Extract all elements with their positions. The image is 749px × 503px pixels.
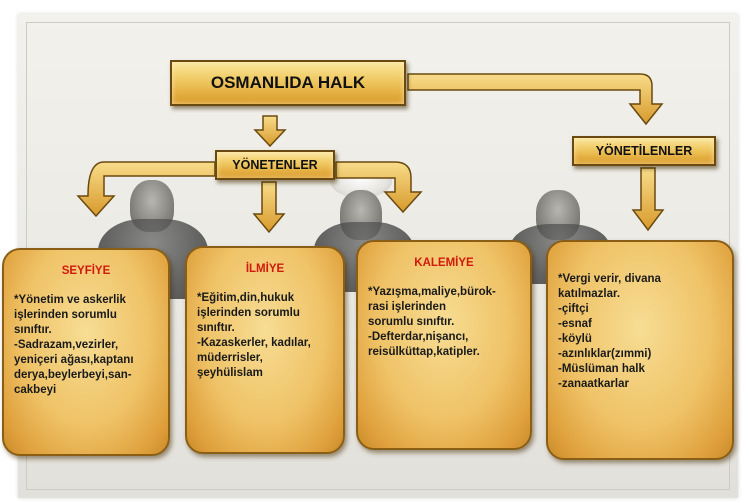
root-node: OSMANLIDA HALK: [170, 60, 406, 106]
card-kalemiye: KALEMİYE *Yazışma,maliye,bürok- rasi işl…: [356, 240, 532, 450]
arrow-elbow-right-icon: [335, 161, 423, 214]
card-title: KALEMİYE: [414, 257, 474, 269]
card-body: *Vergi verir, divana katılmazlar. -çiftç…: [558, 273, 661, 390]
card-title: SEYFİYE: [61, 265, 111, 277]
arrow-elbow-right-icon: [407, 73, 664, 126]
card-body: *Yönetim ve askerlik işlerinden sorumlu …: [14, 294, 134, 396]
ruled-node: YÖNETİLENLER: [572, 136, 716, 166]
arrow-down-icon: [252, 181, 286, 234]
ruled-label: YÖNETİLENLER: [595, 144, 693, 158]
rulers-label: YÖNETENLER: [232, 158, 318, 172]
rulers-node: YÖNETENLER: [215, 150, 335, 180]
card-body: *Yazışma,maliye,bürok- rasi işlerinden s…: [368, 286, 496, 358]
card-ilmiye: İLMİYE *Eğitim,din,hukuk işlerinden soru…: [185, 246, 345, 454]
root-label: OSMANLIDA HALK: [210, 73, 366, 92]
card-body: *Eğitim,din,hukuk işlerinden sorumlu sın…: [197, 292, 311, 379]
arrow-down-icon: [253, 115, 287, 148]
arrow-elbow-left-icon: [76, 161, 216, 218]
arrow-down-icon: [631, 167, 665, 232]
card-ruled: *Vergi verir, divana katılmazlar. -çiftç…: [546, 240, 734, 460]
card-seyfiye: SEYFİYE *Yönetim ve askerlik işlerinden …: [2, 248, 170, 456]
card-title: İLMİYE: [245, 263, 285, 275]
